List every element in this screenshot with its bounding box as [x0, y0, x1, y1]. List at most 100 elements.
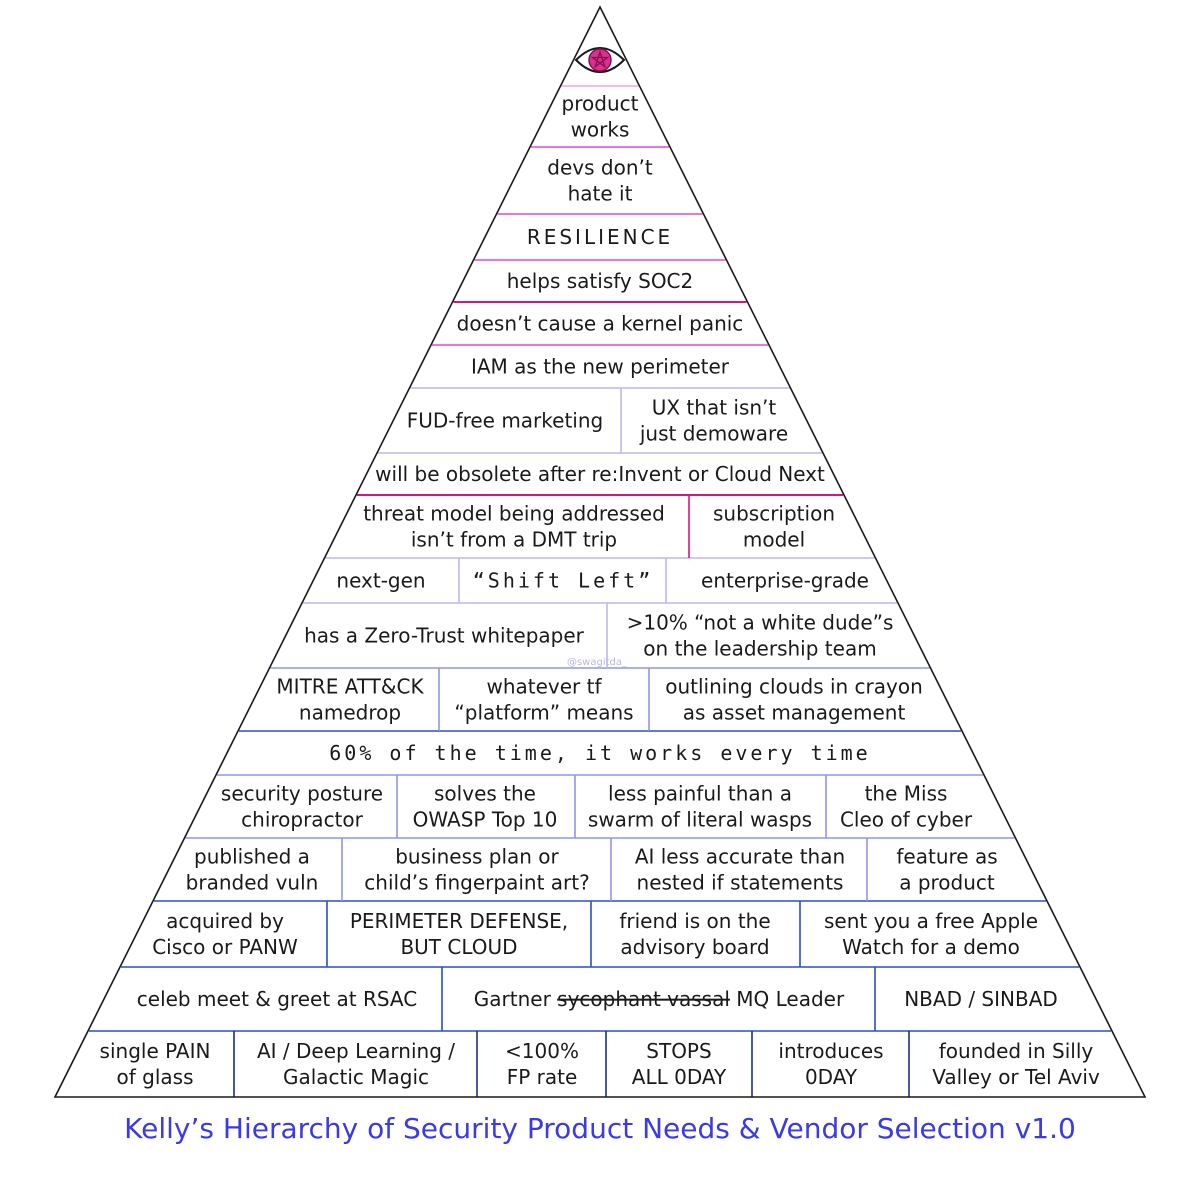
cell-label: as asset management — [683, 701, 906, 725]
cell-label: RESILIENCE — [527, 225, 673, 249]
watermark: @swagitda_ — [567, 657, 628, 668]
cell-label: next-gen — [336, 569, 425, 593]
tier-10-cell: enterprise-grade — [701, 569, 869, 593]
cell-label: “platform” means — [454, 701, 633, 725]
cell-label: 0DAY — [805, 1065, 858, 1089]
cell-label: just demoware — [639, 422, 788, 446]
cell-label: advisory board — [620, 935, 769, 959]
cell-label: namedrop — [299, 701, 401, 725]
tier-11-cell: >10% “not a white dude”son the leadershi… — [627, 611, 894, 661]
cell-label: isn’t from a DMT trip — [411, 528, 617, 552]
cell-label: has a Zero-Trust whitepaper — [304, 624, 585, 648]
cell-label: branded vuln — [186, 871, 319, 895]
cell-label: child’s fingerpaint art? — [364, 871, 589, 895]
cell-label: solves the — [434, 782, 536, 806]
tier-10-cell: “Shift Left” — [473, 569, 654, 593]
cell-label: doesn’t cause a kernel panic — [457, 312, 744, 336]
cell-label: Valley or Tel Aviv — [932, 1065, 1100, 1089]
tier-18-cell: AI / Deep Learning /Galactic Magic — [257, 1039, 455, 1089]
tier-13-cell: 60% of the time, it works every time — [329, 741, 870, 765]
tier-12-cell: whatever tf“platform” means — [454, 675, 633, 725]
cell-label: >10% “not a white dude”s — [627, 611, 894, 635]
cell-label: “Shift Left” — [473, 569, 654, 593]
cell-label: STOPS — [646, 1039, 711, 1063]
cell-label: <100% — [505, 1039, 579, 1063]
cell-label: subscription — [713, 502, 835, 526]
cell-label: friend is on the — [619, 909, 770, 933]
cell-label: outlining clouds in crayon — [665, 675, 923, 699]
tier-17-cell: NBAD / SINBAD — [904, 987, 1058, 1011]
cell-label: devs don’t — [547, 156, 653, 180]
cell-label: Cisco or PANW — [152, 935, 298, 959]
cell-label: Cleo of cyber — [840, 808, 973, 832]
cell-label: swarm of literal wasps — [588, 808, 812, 832]
cell-label: less painful than a — [608, 782, 792, 806]
cell-label: on the leadership team — [643, 637, 876, 661]
cell-label: 60% of the time, it works every time — [329, 741, 870, 765]
cell-label: the Miss — [865, 782, 948, 806]
cell-label: ALL 0DAY — [632, 1065, 727, 1089]
cell-label: AI less accurate than — [635, 845, 845, 869]
tier-8-cell: will be obsolete after re:Invent or Clou… — [375, 462, 825, 486]
cell-label: will be obsolete after re:Invent or Clou… — [375, 462, 825, 486]
cell-label: business plan or — [395, 845, 559, 869]
cell-label: AI / Deep Learning / — [257, 1039, 455, 1063]
cell-label: celeb meet & greet at RSAC — [137, 987, 417, 1011]
cell-label: BUT CLOUD — [400, 935, 517, 959]
cell-label: single PAIN — [100, 1039, 211, 1063]
cell-label: feature as — [896, 845, 997, 869]
tier-7-cell: FUD-free marketing — [407, 409, 603, 433]
tier-3-cell: RESILIENCE — [527, 225, 673, 249]
tier-5-cell: doesn’t cause a kernel panic — [457, 312, 744, 336]
cell-label: MITRE ATT&CK — [276, 675, 424, 699]
cell-label: nested if statements — [637, 871, 844, 895]
cell-label: OWASP Top 10 — [413, 808, 558, 832]
strikethrough-text: sycophant vassal — [557, 987, 730, 1011]
cell-label: chiropractor — [241, 808, 363, 832]
cell-label: model — [743, 528, 805, 552]
pyramid-outline — [53, 5, 1147, 1098]
tier-17-cell: celeb meet & greet at RSAC — [137, 987, 417, 1011]
cell-label: Galactic Magic — [283, 1065, 429, 1089]
cell-label: introduces — [778, 1039, 883, 1063]
cell-label: UX that isn’t — [652, 396, 777, 420]
cell-label: product — [562, 92, 639, 116]
cell-label: FP rate — [507, 1065, 578, 1089]
cell-label: acquired by — [166, 909, 284, 933]
tier-18-cell: <100%FP rate — [505, 1039, 579, 1089]
cell-label: FUD-free marketing — [407, 409, 603, 433]
cell-label: NBAD / SINBAD — [904, 987, 1058, 1011]
cell-label: hate it — [568, 182, 633, 206]
tier-10-cell: next-gen — [336, 569, 425, 593]
cell-label: threat model being addressed — [363, 502, 665, 526]
tier-16-cell: PERIMETER DEFENSE,BUT CLOUD — [350, 909, 568, 959]
cell-label: a product — [899, 871, 995, 895]
all-seeing-eye-pentagram-icon — [574, 47, 626, 73]
cell-label: IAM as the new perimeter — [471, 355, 730, 379]
svg-text:Gartner sycophant vassal MQ Le: Gartner sycophant vassal MQ Leader — [474, 987, 845, 1011]
cell-label: PERIMETER DEFENSE, — [350, 909, 568, 933]
cell-label: published a — [194, 845, 310, 869]
cell-label: founded in Silly — [939, 1039, 1094, 1063]
cell-label: of glass — [117, 1065, 194, 1089]
page-title: Kelly’s Hierarchy of Security Product Ne… — [124, 1112, 1076, 1145]
